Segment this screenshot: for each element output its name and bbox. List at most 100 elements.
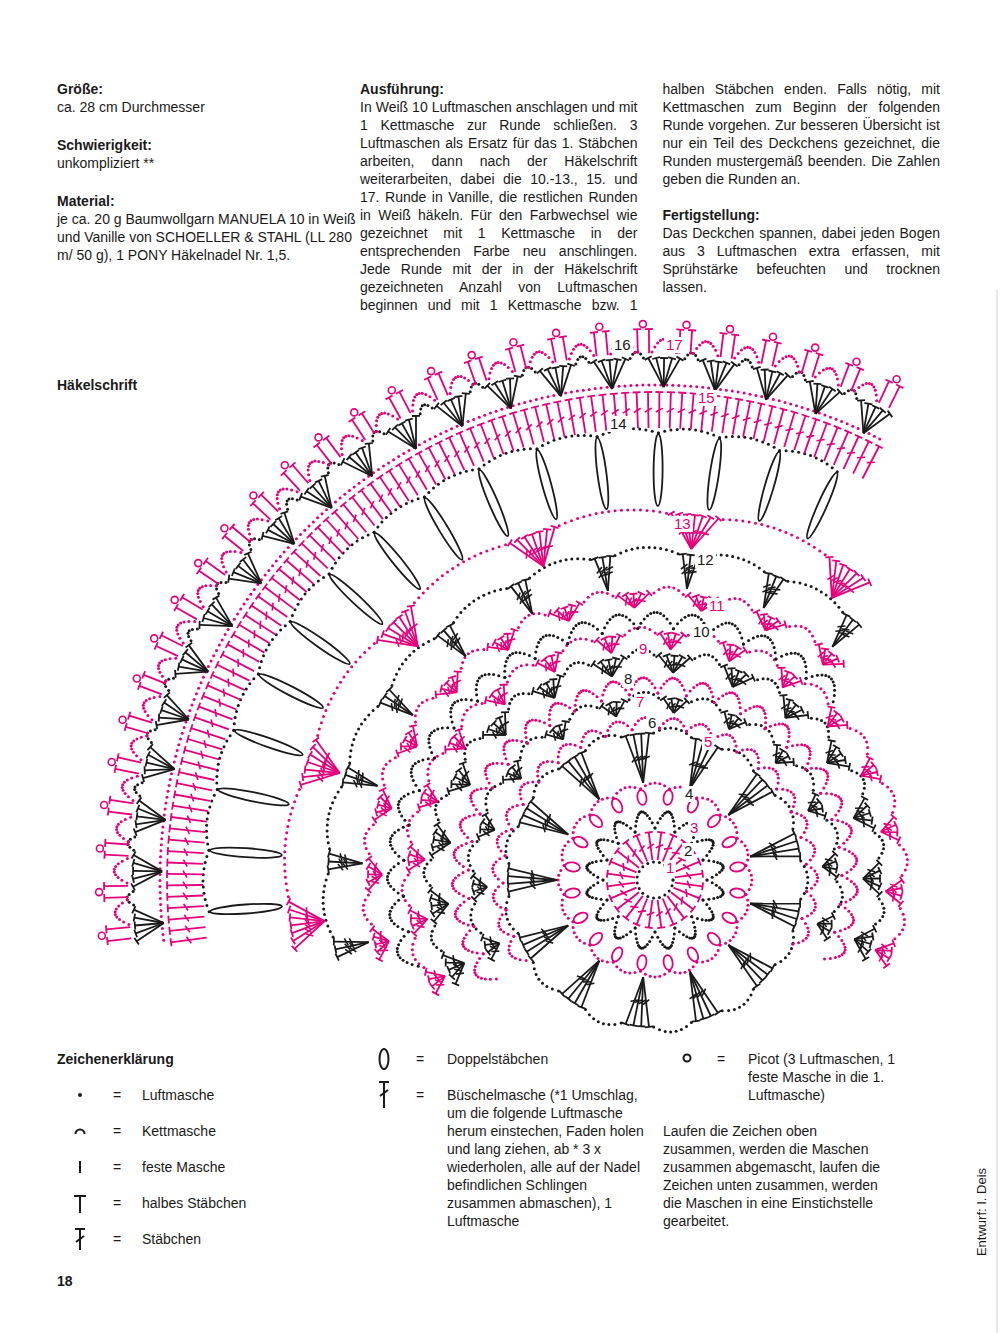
chain-dot <box>718 663 721 666</box>
stitch-top <box>692 1021 700 1022</box>
stitch-top <box>599 703 604 710</box>
chain-dot <box>774 770 777 773</box>
chain-dot <box>606 839 609 842</box>
chain-dot <box>685 1025 688 1028</box>
chain-dot <box>905 853 908 856</box>
chain-dot <box>881 839 884 842</box>
chain-dot <box>561 904 564 907</box>
chain-dot <box>432 943 435 946</box>
chain-dot <box>590 729 593 732</box>
chain-dot <box>819 767 822 770</box>
chain-dot <box>702 898 705 901</box>
chain-dot <box>846 871 849 874</box>
chain-dot <box>719 813 722 816</box>
chain-dot <box>853 883 856 886</box>
stitch-tick <box>883 824 891 826</box>
chain-dot <box>605 685 608 688</box>
chain-dot <box>779 960 782 963</box>
stitch-top <box>845 756 846 764</box>
chain-dot <box>841 891 844 894</box>
chain-dot <box>744 913 747 916</box>
stitch-top <box>485 696 487 704</box>
chain-dot <box>597 737 600 740</box>
chain-dot <box>752 769 755 772</box>
chain-dot <box>597 800 600 803</box>
chain-dot <box>508 702 511 705</box>
chain-dot <box>690 736 693 739</box>
chain-dot <box>602 919 605 922</box>
chain-dot <box>668 890 671 893</box>
chain-dot <box>790 791 793 794</box>
double-crochet <box>636 954 647 970</box>
chain-dot <box>563 913 566 916</box>
stitch-tick <box>580 779 582 787</box>
chain-dot <box>454 913 457 916</box>
chain-dot <box>507 708 510 711</box>
chain-dot <box>592 873 595 876</box>
stitch-top <box>835 858 838 866</box>
chain-dot <box>679 721 682 724</box>
chain-dot <box>695 797 698 800</box>
chain-dot <box>779 797 782 800</box>
chain-dot <box>672 937 675 940</box>
chain-dot <box>707 859 710 862</box>
chain-dot <box>453 853 456 856</box>
chain-dot <box>592 884 595 887</box>
chain-dot <box>893 805 896 808</box>
chain-dot <box>708 838 711 841</box>
chain-dot <box>740 840 743 843</box>
chain-dot <box>815 767 818 770</box>
chain-dot <box>675 1030 678 1033</box>
chain-dot <box>557 874 560 877</box>
chain-dot <box>561 859 564 862</box>
chain-dot <box>711 957 714 960</box>
chain-dot <box>765 651 768 654</box>
chain-dot <box>850 913 853 916</box>
chain-dot <box>712 913 715 916</box>
chain-dot <box>498 918 501 921</box>
chain-dot <box>842 842 845 845</box>
chain-dot <box>587 730 590 733</box>
chain-dot <box>522 803 525 806</box>
chain-dot <box>486 792 489 795</box>
chain-dot <box>836 880 839 883</box>
chain-dot <box>457 874 460 877</box>
chain-dot <box>799 898 802 901</box>
chain-dot <box>806 881 809 884</box>
chain-dot <box>746 999 749 1002</box>
chain-dot <box>642 676 645 679</box>
chain-dot <box>624 971 627 974</box>
chain-dot <box>572 926 575 929</box>
chain-dot <box>519 958 522 961</box>
chain-dot <box>634 825 637 828</box>
chain-dot <box>848 835 851 838</box>
chain-dot <box>814 906 817 909</box>
chain-dot <box>519 756 522 759</box>
stitch-tick <box>825 859 833 861</box>
stitch-top <box>839 750 844 757</box>
chain-dot <box>428 763 431 766</box>
double-crochet <box>721 910 738 925</box>
chain-dot <box>721 694 724 697</box>
chain-dot <box>850 769 853 772</box>
chain-dot <box>526 781 529 784</box>
chain-dot <box>847 910 850 913</box>
stitch-tick <box>638 911 646 912</box>
chain-dot <box>701 697 704 700</box>
chain-dot <box>426 863 429 866</box>
chain-dot <box>651 936 654 939</box>
chain-dot <box>883 911 886 914</box>
chain-dot <box>435 804 438 807</box>
chain-dot <box>602 1022 605 1025</box>
stitch-top <box>508 888 510 896</box>
chain-dot <box>606 898 609 901</box>
chain-dot <box>558 751 561 754</box>
chain-dot <box>755 649 758 652</box>
chain-dot <box>562 649 565 652</box>
chain-dot <box>462 895 465 898</box>
stitch-top <box>800 677 803 685</box>
chain-dot <box>654 827 657 830</box>
chain-dot <box>706 798 709 801</box>
chain-dot <box>613 1023 616 1026</box>
chain-dot <box>607 1023 610 1026</box>
